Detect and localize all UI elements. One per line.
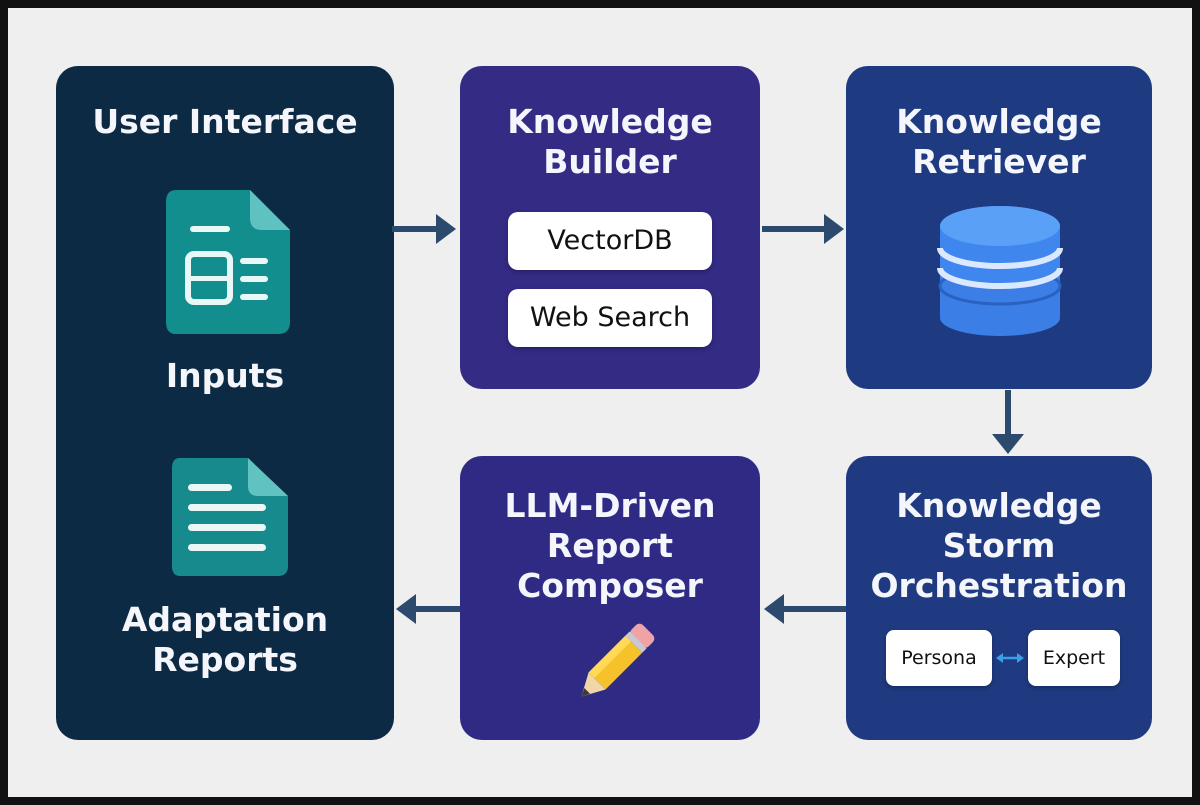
arrow-storm-to-composer bbox=[764, 594, 846, 624]
database-icon bbox=[937, 206, 1063, 336]
pencil-icon bbox=[581, 623, 655, 697]
knowledge-builder-title: Knowledge Builder bbox=[507, 102, 713, 181]
knowledge-builder-panel: Knowledge Builder VectorDB Web Search bbox=[460, 66, 760, 389]
user-interface-panel: User Interface Inputs Adaptation Reports bbox=[56, 66, 394, 740]
inputs-label: Inputs bbox=[165, 356, 285, 395]
form-document-icon bbox=[166, 190, 290, 334]
expert-chip: Expert bbox=[1028, 630, 1120, 686]
text-document-icon bbox=[172, 458, 288, 576]
knowledge-storm-panel: Knowledge Storm Orchestration Persona Ex… bbox=[846, 456, 1152, 740]
knowledge-storm-title: Knowledge Storm Orchestration bbox=[870, 486, 1128, 605]
knowledge-retriever-panel: Knowledge Retriever bbox=[846, 66, 1152, 389]
user-interface-title: User Interface bbox=[92, 102, 358, 141]
web-search-pill: Web Search bbox=[508, 289, 712, 347]
persona-chip: Persona bbox=[886, 630, 992, 686]
adaptation-reports-label: Adaptation Reports bbox=[121, 600, 329, 679]
double-arrow-icon bbox=[996, 653, 1024, 663]
report-composer-panel: LLM-Driven Report Composer bbox=[460, 456, 760, 740]
report-composer-title: LLM-Driven Report Composer bbox=[504, 486, 716, 605]
vectordb-pill: VectorDB bbox=[508, 212, 712, 270]
arrow-builder-to-retriever bbox=[762, 214, 844, 244]
knowledge-retriever-title: Knowledge Retriever bbox=[896, 102, 1102, 181]
arrow-ui-to-builder bbox=[392, 214, 456, 244]
arrow-retriever-to-storm bbox=[992, 390, 1024, 454]
arrow-composer-to-ui bbox=[396, 594, 460, 624]
